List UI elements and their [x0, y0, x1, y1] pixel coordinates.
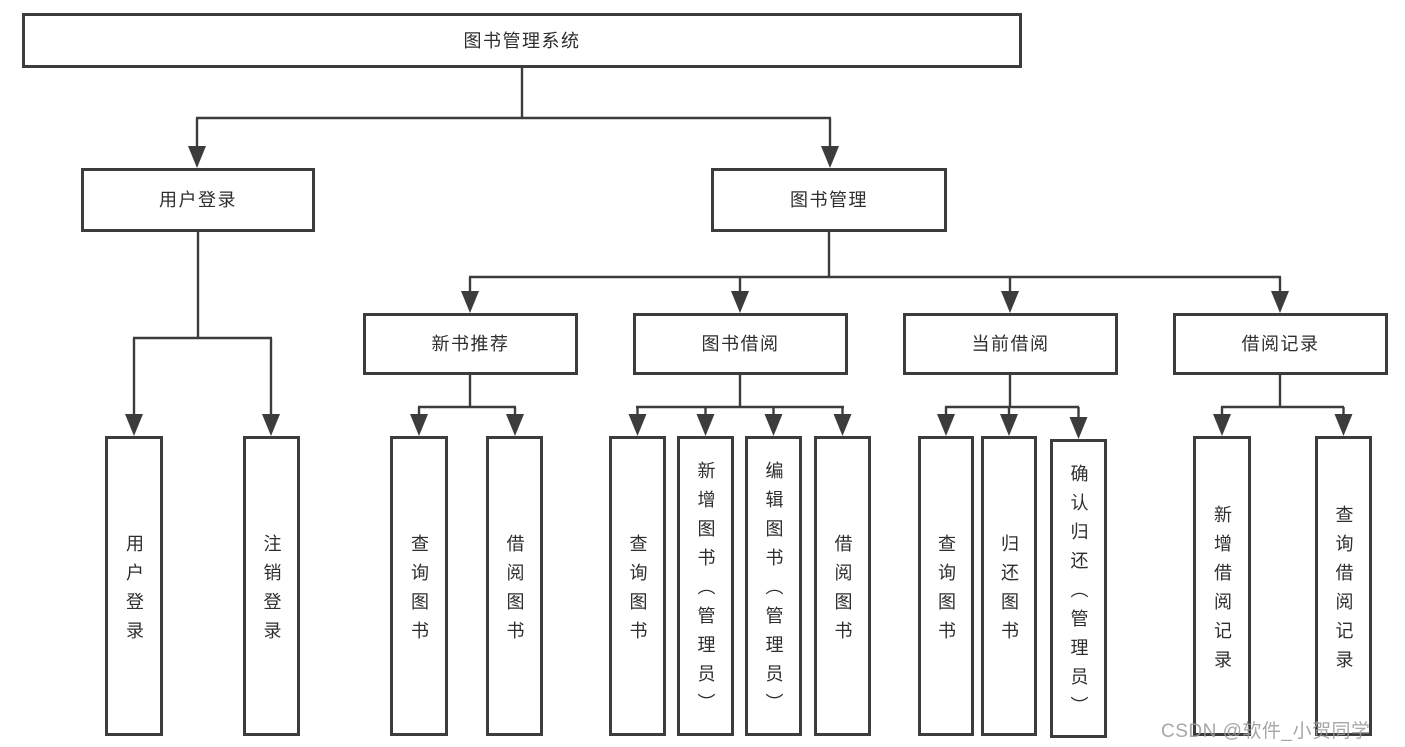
leaf-borrow-books-recommend: 借阅图书	[486, 436, 543, 736]
leaf-query-books-recommend: 查询图书	[390, 436, 448, 736]
node-book-borrowing: 图书借阅	[633, 313, 848, 375]
leaf-user-login-label: 用户登录	[124, 533, 144, 650]
leaf-borrow-books-label: 借阅图书	[832, 533, 853, 650]
leaf-add-borrow-record-label: 新增借阅记录	[1212, 504, 1232, 679]
leaf-logout-label: 注销登录	[261, 533, 282, 650]
leaf-user-login: 用户登录	[105, 436, 163, 736]
leaf-query-books-current: 查询图书	[918, 436, 974, 736]
leaf-query-books-borrow: 查询图书	[609, 436, 666, 736]
leaf-query-borrow-record-label: 查询借阅记录	[1333, 504, 1354, 679]
node-current-borrowing-label: 当前借阅	[971, 334, 1050, 354]
node-borrowing-records-label: 借阅记录	[1241, 334, 1320, 354]
leaf-query-books-borrow-label: 查询图书	[627, 533, 648, 650]
node-book-management-label: 图书管理	[790, 190, 868, 210]
watermark: CSDN @软件_小贺同学	[1161, 721, 1371, 742]
leaf-borrow-books: 借阅图书	[814, 436, 871, 736]
leaf-add-borrow-record: 新增借阅记录	[1193, 436, 1251, 736]
node-root-label: 图书管理系统	[463, 30, 581, 51]
node-book-borrowing-label: 图书借阅	[701, 334, 780, 354]
node-user-login: 用户登录	[81, 168, 315, 232]
leaf-return-book: 归还图书	[981, 436, 1037, 736]
leaf-borrow-books-recommend-label: 借阅图书	[504, 533, 525, 650]
node-user-login-label: 用户登录	[159, 190, 237, 210]
leaf-confirm-return-admin: 确认归还（管理员）	[1050, 439, 1107, 738]
node-current-borrowing: 当前借阅	[903, 313, 1118, 375]
leaf-logout: 注销登录	[243, 436, 300, 736]
leaf-return-book-label: 归还图书	[999, 533, 1019, 650]
leaf-edit-book-admin: 编辑图书（管理员）	[745, 436, 802, 736]
leaf-query-books-current-label: 查询图书	[936, 533, 956, 650]
leaf-add-book-admin: 新增图书（管理员）	[677, 436, 734, 736]
leaf-query-borrow-record: 查询借阅记录	[1315, 436, 1372, 736]
leaf-edit-book-admin-label: 编辑图书（管理员）	[763, 461, 784, 722]
leaf-confirm-return-admin-label: 确认归还（管理员）	[1068, 463, 1089, 725]
node-book-management: 图书管理	[711, 168, 947, 232]
node-root: 图书管理系统	[22, 13, 1022, 68]
node-new-book-recommend: 新书推荐	[363, 313, 578, 375]
node-new-book-recommend-label: 新书推荐	[431, 334, 510, 354]
node-borrowing-records: 借阅记录	[1173, 313, 1388, 375]
leaf-query-books-recommend-label: 查询图书	[409, 533, 429, 650]
leaf-add-book-admin-label: 新增图书（管理员）	[695, 461, 716, 722]
